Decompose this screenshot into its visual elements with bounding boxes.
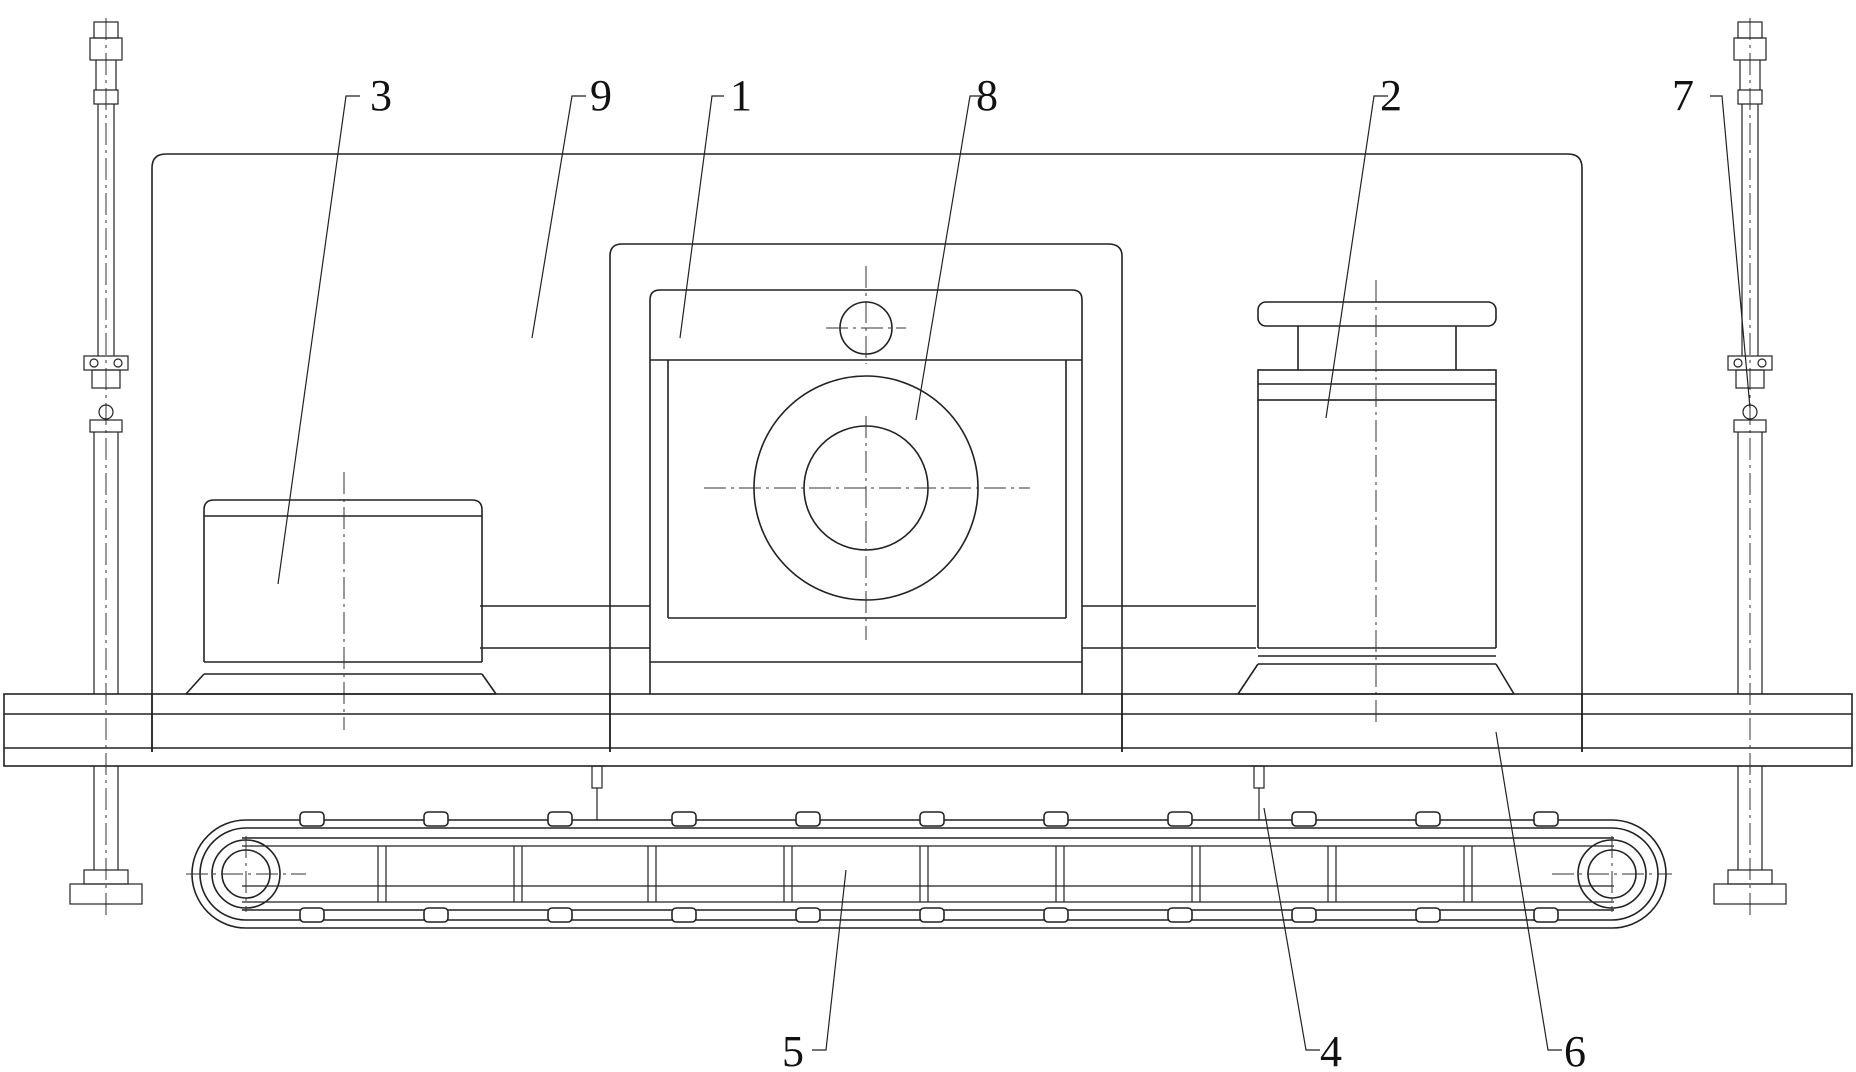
left-motor (186, 472, 496, 730)
label-part-3: 3 (370, 71, 392, 120)
conveyor-cleat-top (1168, 812, 1192, 826)
connecting-shafts (480, 606, 1256, 648)
conveyor-cleat-top (548, 812, 572, 826)
label-part-9: 9 (590, 71, 612, 120)
conveyor-cleat-top (1534, 812, 1558, 826)
conveyor-cleat-top (1292, 812, 1316, 826)
conveyor-cleat-bottom (300, 908, 324, 922)
conveyor-cleat-top (424, 812, 448, 826)
conveyor-cleat-bottom (1168, 908, 1192, 922)
conveyor-cleat-bottom (548, 908, 572, 922)
label-part-4: 4 (1320, 1027, 1342, 1072)
label-part-1: 1 (730, 71, 752, 120)
conveyor-cleat-bottom (1292, 908, 1316, 922)
label-part-5: 5 (782, 1027, 804, 1072)
conveyor-cleat-bottom (796, 908, 820, 922)
conveyor-cleat-bottom (1534, 908, 1558, 922)
conveyor-cleat-top (1416, 812, 1440, 826)
conveyor-cleat-bottom (424, 908, 448, 922)
conveyor-cleat-bottom (1044, 908, 1068, 922)
conveyor-cleat-top (672, 812, 696, 826)
label-part-8: 8 (976, 71, 998, 120)
right-support-column (1714, 18, 1786, 920)
conveyor-cleat-bottom (672, 908, 696, 922)
label-part-6: 6 (1564, 1027, 1586, 1072)
wheel-assembly (704, 266, 1030, 640)
platform (4, 694, 1852, 766)
label-part-7: 7 (1672, 71, 1694, 120)
conveyor-cleat-top (796, 812, 820, 826)
left-support-column (70, 18, 142, 920)
conveyor-ribs (378, 846, 1472, 902)
conveyor-cleat-top (300, 812, 324, 826)
conveyor (186, 812, 1672, 928)
conveyor-cleat-top (1044, 812, 1068, 826)
conveyor-cleat-bottom (920, 908, 944, 922)
leader-lines (278, 96, 1750, 1050)
conveyor-cleat-bottom (1416, 908, 1440, 922)
right-motor (1238, 280, 1514, 722)
label-part-2: 2 (1380, 71, 1402, 120)
conveyor-cleat-top (920, 812, 944, 826)
